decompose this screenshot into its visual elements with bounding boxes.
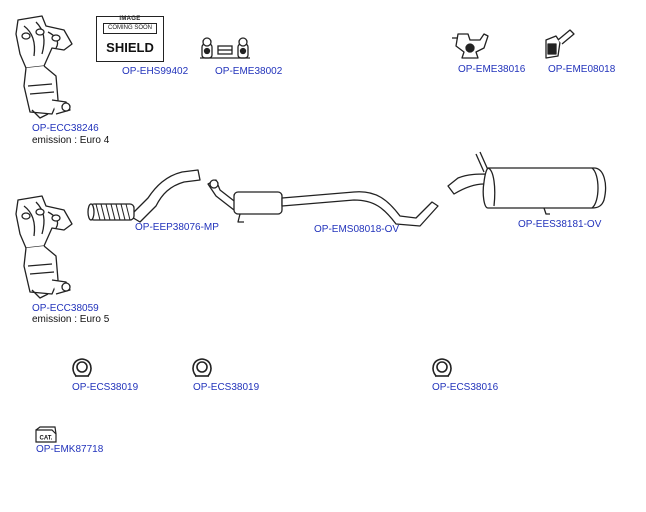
- emission-note-euro4: emission : Euro 4: [32, 135, 110, 146]
- coming-soon-text: COMING SOON: [103, 23, 157, 34]
- cat-kit-text: CAT.: [40, 436, 53, 442]
- catalytic-manifold-euro5-diagram[interactable]: [12, 194, 78, 302]
- mounting-eme08018-diagram[interactable]: [542, 26, 576, 62]
- part-code-ems08018[interactable]: OP-EMS08018-OV: [314, 224, 400, 235]
- image-text: IMAGE: [119, 16, 141, 22]
- part-code-eep38076[interactable]: OP-EEP38076-MP: [135, 222, 219, 233]
- middle-silencer-ems08018-diagram[interactable]: [204, 176, 442, 228]
- clamp-ecs38019-diagram[interactable]: [70, 356, 94, 380]
- rear-silencer-ees38181-diagram[interactable]: [444, 148, 612, 218]
- part-code-eme38002[interactable]: OP-EME38002: [215, 66, 283, 77]
- part-code-eme08018[interactable]: OP-EME08018: [548, 64, 616, 75]
- part-code-ecs38019-first[interactable]: OP-ECS38019: [72, 382, 139, 393]
- part-code-ees38181[interactable]: OP-EES38181-OV: [518, 219, 602, 230]
- cat-kit-emk87718-icon[interactable]: CAT.: [34, 426, 58, 444]
- shield-text: SHIELD: [106, 40, 154, 55]
- mounting-kit-eme38002-diagram[interactable]: [198, 36, 252, 62]
- part-code-ecc38059[interactable]: OP-ECC38059: [32, 303, 99, 314]
- part-code-eme38016[interactable]: OP-EME38016: [458, 64, 526, 75]
- flex-pipe-eep38076-diagram[interactable]: [86, 160, 206, 226]
- catalytic-manifold-euro4-diagram[interactable]: [12, 14, 78, 122]
- clamp-ecs38019-second-diagram[interactable]: [190, 356, 214, 380]
- mounting-eme38016-diagram[interactable]: [450, 30, 490, 62]
- part-code-ecs38019-second[interactable]: OP-ECS38019: [193, 382, 260, 393]
- emission-note-euro5: emission : Euro 5: [32, 314, 110, 325]
- shield-image-placeholder[interactable]: IMAGE COMING SOON SHIELD: [96, 16, 164, 62]
- part-code-ehs99402[interactable]: OP-EHS99402: [122, 66, 189, 77]
- clamp-ecs38016-diagram[interactable]: [430, 356, 454, 380]
- part-code-ecs38016[interactable]: OP-ECS38016: [432, 382, 499, 393]
- part-code-ecc38246[interactable]: OP-ECC38246: [32, 123, 99, 134]
- part-code-emk87718[interactable]: OP-EMK87718: [36, 444, 104, 455]
